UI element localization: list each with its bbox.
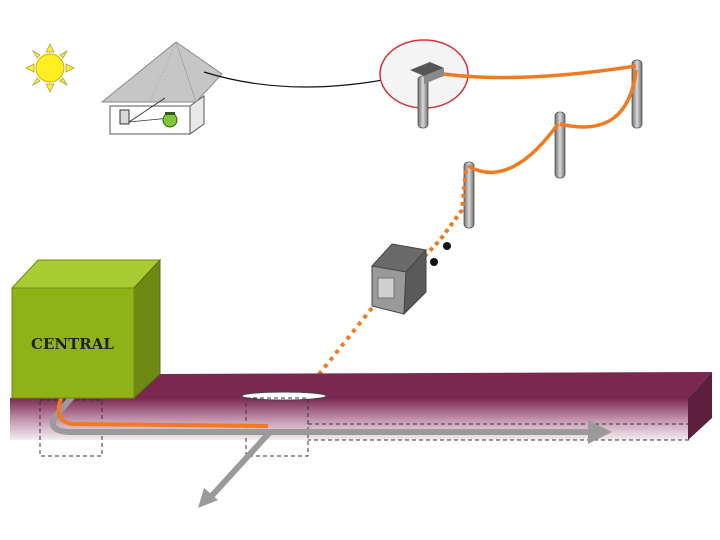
conduit-arrow bbox=[198, 429, 273, 508]
aerial-fiber bbox=[467, 122, 560, 175]
telephone-icon bbox=[162, 112, 178, 128]
duct-outline bbox=[308, 423, 691, 441]
junction-box-icon bbox=[371, 243, 427, 316]
utility-pole bbox=[554, 111, 566, 179]
aerial-fiber bbox=[443, 64, 637, 80]
aerial-fiber bbox=[559, 69, 638, 129]
conduit-arrow bbox=[49, 388, 612, 444]
central-office: CENTRAL bbox=[10, 258, 162, 400]
sun-icon bbox=[25, 43, 75, 93]
manhole-icon bbox=[241, 391, 327, 401]
house-icon bbox=[100, 41, 223, 135]
fiber-riser-dotted bbox=[406, 169, 468, 276]
utility-pole-icon bbox=[410, 62, 444, 129]
fiber-drop-dotted bbox=[268, 306, 374, 430]
central-office-label: CENTRAL bbox=[31, 335, 114, 353]
